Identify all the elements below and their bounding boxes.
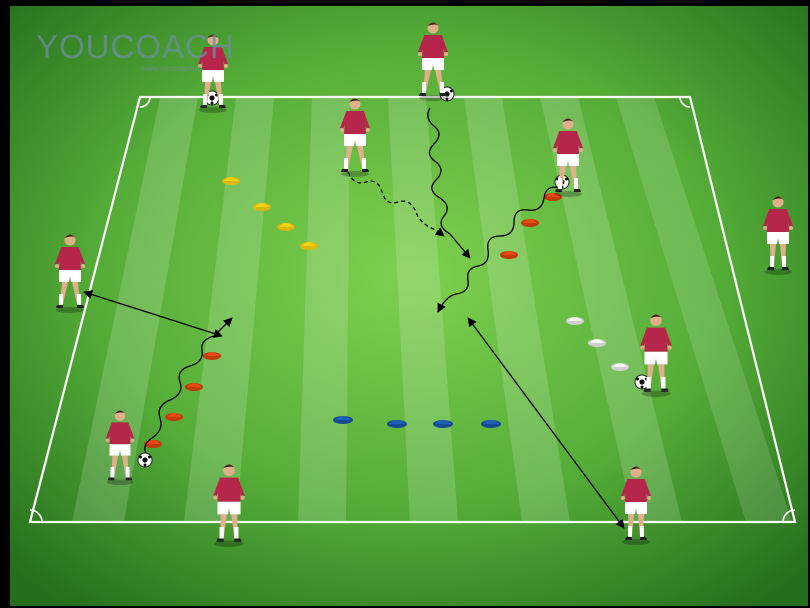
youcoach-logo: YOUCOACH www.youcoach.it: [36, 28, 235, 73]
player-icon: [418, 22, 448, 101]
cone-group-orange-right: [500, 193, 562, 259]
cone-icon: [588, 339, 606, 347]
cone-icon: [253, 203, 271, 211]
cone-icon: [544, 193, 562, 201]
movement-arrows: [83, 107, 625, 529]
player-icon: [640, 314, 672, 397]
cone-icon: [611, 363, 629, 371]
pitch-boundary: [28, 95, 797, 524]
cone-icon: [165, 413, 183, 421]
cone-icon: [500, 251, 518, 259]
player-icon: [55, 234, 85, 313]
corner-arc: [782, 509, 796, 523]
soccer-ball-icon: [137, 452, 153, 468]
pass-arrow-right: [467, 317, 625, 529]
corner-arc: [29, 509, 43, 523]
player-icon: [621, 466, 651, 545]
cone-group-orange-left: [144, 352, 221, 448]
logo-url: www.youcoach.it: [141, 64, 201, 73]
player-icon: [105, 410, 135, 486]
cone-group-yellow: [222, 177, 318, 250]
dribble-path-left: [144, 317, 233, 457]
player-icon: [198, 34, 228, 113]
cone-icon: [222, 177, 240, 185]
cone-icon: [521, 219, 539, 227]
corner-arc: [679, 96, 691, 108]
cone-icon: [481, 420, 501, 428]
cone-icon: [277, 223, 295, 231]
cone-icon: [203, 352, 221, 360]
cone-icon: [333, 416, 353, 424]
cone-icon: [144, 440, 162, 448]
player-icon: [553, 118, 583, 197]
cone-icon: [185, 383, 203, 391]
cone-icon: [433, 420, 453, 428]
players: [55, 22, 793, 547]
cone-icon: [387, 420, 407, 428]
cone-icon: [566, 317, 584, 325]
player-icon: [340, 98, 370, 177]
dribble-path-top: [427, 107, 471, 259]
pass-arrow-left: [83, 290, 223, 338]
player-icon: [213, 464, 245, 547]
player-icon: [763, 196, 793, 275]
run-path-dashed: [347, 171, 445, 237]
cone-icon: [300, 242, 318, 250]
corner-arc: [139, 96, 151, 108]
logo-text: YOUCOACH: [36, 28, 235, 65]
dribble-path-right: [437, 186, 561, 313]
